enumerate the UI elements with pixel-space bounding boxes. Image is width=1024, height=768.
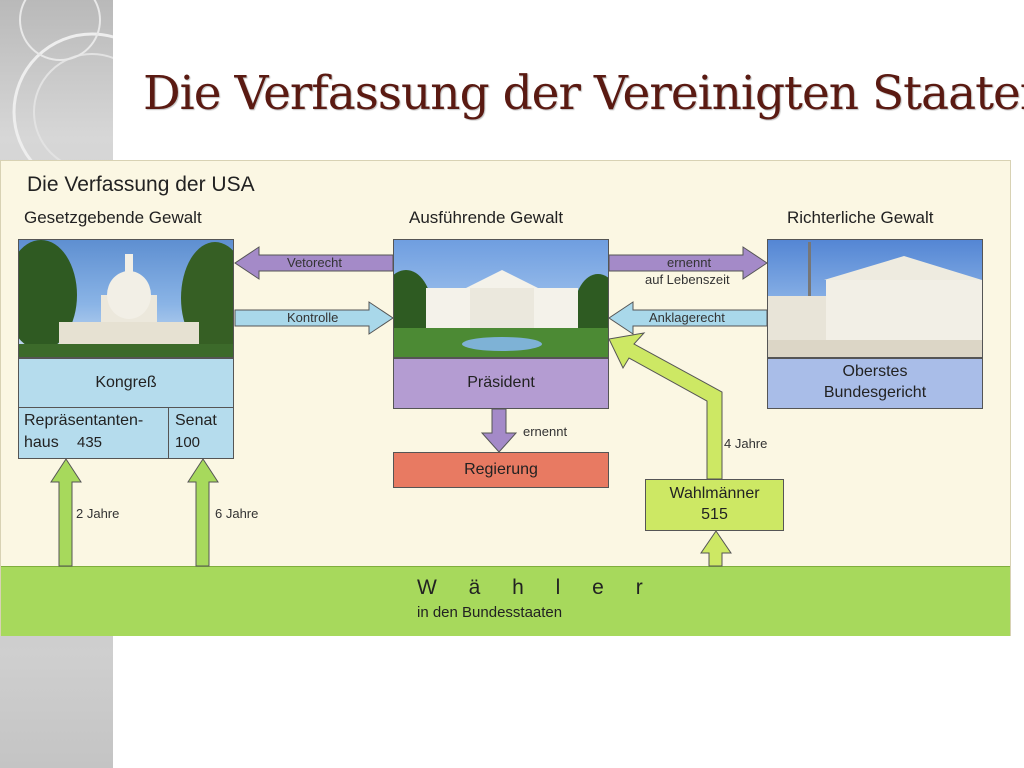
slide-title: Die Verfassung der Vereinigten Staaten	[143, 66, 1024, 121]
president-box: Präsident	[393, 358, 609, 409]
senate-term-label: 6 Jahre	[215, 506, 259, 521]
column-header-judicial: Richterliche Gewalt	[787, 208, 934, 227]
arrows-layer	[50, 246, 768, 567]
voters-band: W ä h l e r in den Bundesstaaten	[1, 566, 1010, 636]
control-arrow	[234, 301, 394, 335]
court-label-line2: Bundesgericht	[823, 384, 927, 401]
constitution-diagram: Die Verfassung der USA Gesetzgebende Gew…	[0, 160, 1011, 636]
white-house-image	[393, 239, 609, 358]
veto-arrow	[234, 246, 394, 280]
capitol-drawing	[19, 240, 233, 357]
house-election-arrow	[50, 458, 82, 567]
electors-box: Wahlmänner 515	[645, 479, 784, 531]
electors-count: 515	[701, 506, 728, 523]
president-election-arrow	[608, 332, 723, 480]
house-box: Repräsentanten- haus 435	[18, 407, 169, 459]
government-label: Regierung	[464, 461, 538, 478]
congress-label: Kongreß	[95, 374, 157, 391]
diagram-title: Die Verfassung der USA	[27, 173, 255, 196]
supreme-court-box: Oberstes Bundesgericht	[767, 358, 983, 409]
electors-election-arrow	[700, 530, 732, 567]
column-header-legislative: Gesetzgebende Gewalt	[24, 208, 202, 227]
supreme-court-image	[767, 239, 983, 358]
house-label-line1: Repräsentanten-	[24, 412, 144, 429]
government-box: Regierung	[393, 452, 609, 488]
veto-label: Vetorecht	[287, 255, 342, 270]
impeachment-arrow	[608, 301, 768, 335]
voters-subtitle: in den Bundesstaaten	[417, 604, 563, 621]
house-term-label: 2 Jahre	[76, 506, 120, 521]
president-label: Präsident	[467, 374, 535, 391]
control-label: Kontrolle	[287, 310, 339, 325]
appoint-court-arrow	[608, 246, 768, 280]
white-house-drawing	[394, 270, 608, 357]
appoint-government-label: ernennt	[523, 424, 568, 439]
electors-label: Wahlmänner	[669, 485, 760, 502]
appoint-government-arrow	[480, 408, 518, 453]
appoint-court-label: ernennt	[667, 255, 712, 270]
voters-title: W ä h l e r	[417, 576, 656, 599]
house-seats: 435	[77, 434, 103, 451]
for-life-label: auf Lebenszeit	[645, 272, 730, 287]
court-label-line1: Oberstes	[842, 363, 908, 380]
senate-election-arrow	[187, 458, 219, 567]
column-header-executive: Ausführende Gewalt	[409, 208, 564, 227]
capitol-image	[18, 239, 234, 358]
president-term-label: 4 Jahre	[724, 436, 768, 451]
senate-box: Senat 100	[168, 407, 234, 459]
supreme-court-drawing	[768, 242, 982, 357]
congress-box: Kongreß	[18, 358, 234, 408]
senate-label: Senat	[175, 412, 217, 429]
impeachment-label: Anklagerecht	[649, 310, 725, 325]
senate-seats: 100	[175, 434, 201, 451]
house-label-line2: haus	[24, 434, 59, 451]
